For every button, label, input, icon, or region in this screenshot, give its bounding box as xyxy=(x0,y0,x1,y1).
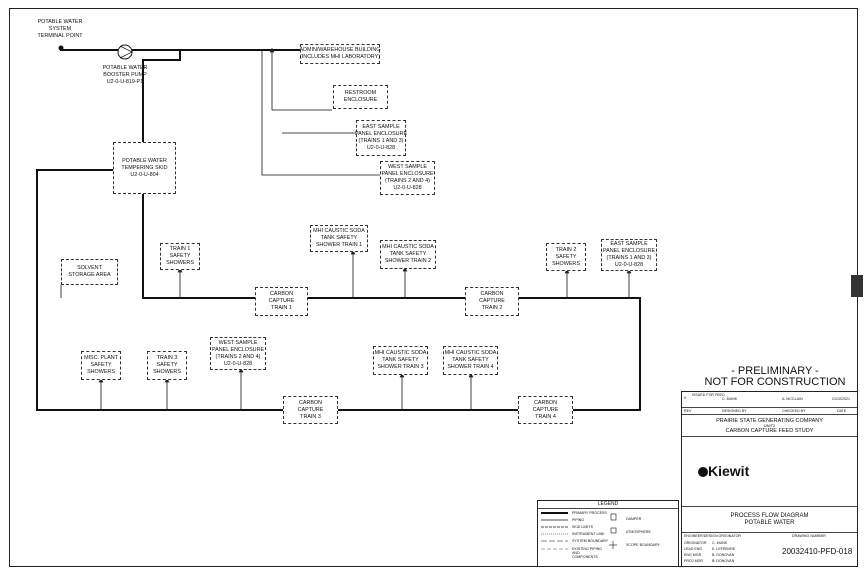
revision-number: 0 xyxy=(684,396,686,400)
legend: LEGEND PRIMARY PROCESS PIPING SKID LIMIT… xyxy=(537,500,679,567)
kiewit-logo: Kiewit xyxy=(698,463,749,479)
revision-date: 21/10/2021 xyxy=(832,397,850,401)
signoff-block: ENGINEER/DESIGN ORIGINATOR DRAWING NUMBE… xyxy=(684,534,853,563)
legend-title: LEGEND xyxy=(538,501,678,509)
legend-lines xyxy=(541,512,617,550)
primary-line-down xyxy=(142,50,181,142)
primary-line-right xyxy=(308,297,641,411)
primary-line-loop xyxy=(36,169,283,411)
pump-icon xyxy=(117,44,133,60)
revision-checked: A. MCCLAIN xyxy=(782,397,803,401)
revision-designed: C. MUNK xyxy=(722,397,738,401)
qr-code-icon xyxy=(851,275,863,297)
terminal-point-icon xyxy=(58,45,64,51)
preliminary-stamp: - PRELIMINARY -NOT FOR CONSTRUCTION xyxy=(704,365,846,388)
revision-description: ISSUED FOR FEED xyxy=(692,393,725,397)
drawing-number: 20032410-PFD-018 xyxy=(782,547,853,556)
logo-block: Kiewit xyxy=(682,437,857,507)
admin-building-box: ADMIN/WAREHOUSE BUILDING(INCLUDES MHI LA… xyxy=(300,44,380,64)
revision-row: 0 ISSUED FOR FEED C. MUNK A. MCCLAIN 21/… xyxy=(682,392,857,408)
revision-header: REV DESIGNED BY CHECKED BY DATE xyxy=(682,408,857,415)
title-block: 0 ISSUED FOR FEED C. MUNK A. MCCLAIN 21/… xyxy=(681,391,858,567)
primary-line-mid xyxy=(142,194,255,299)
